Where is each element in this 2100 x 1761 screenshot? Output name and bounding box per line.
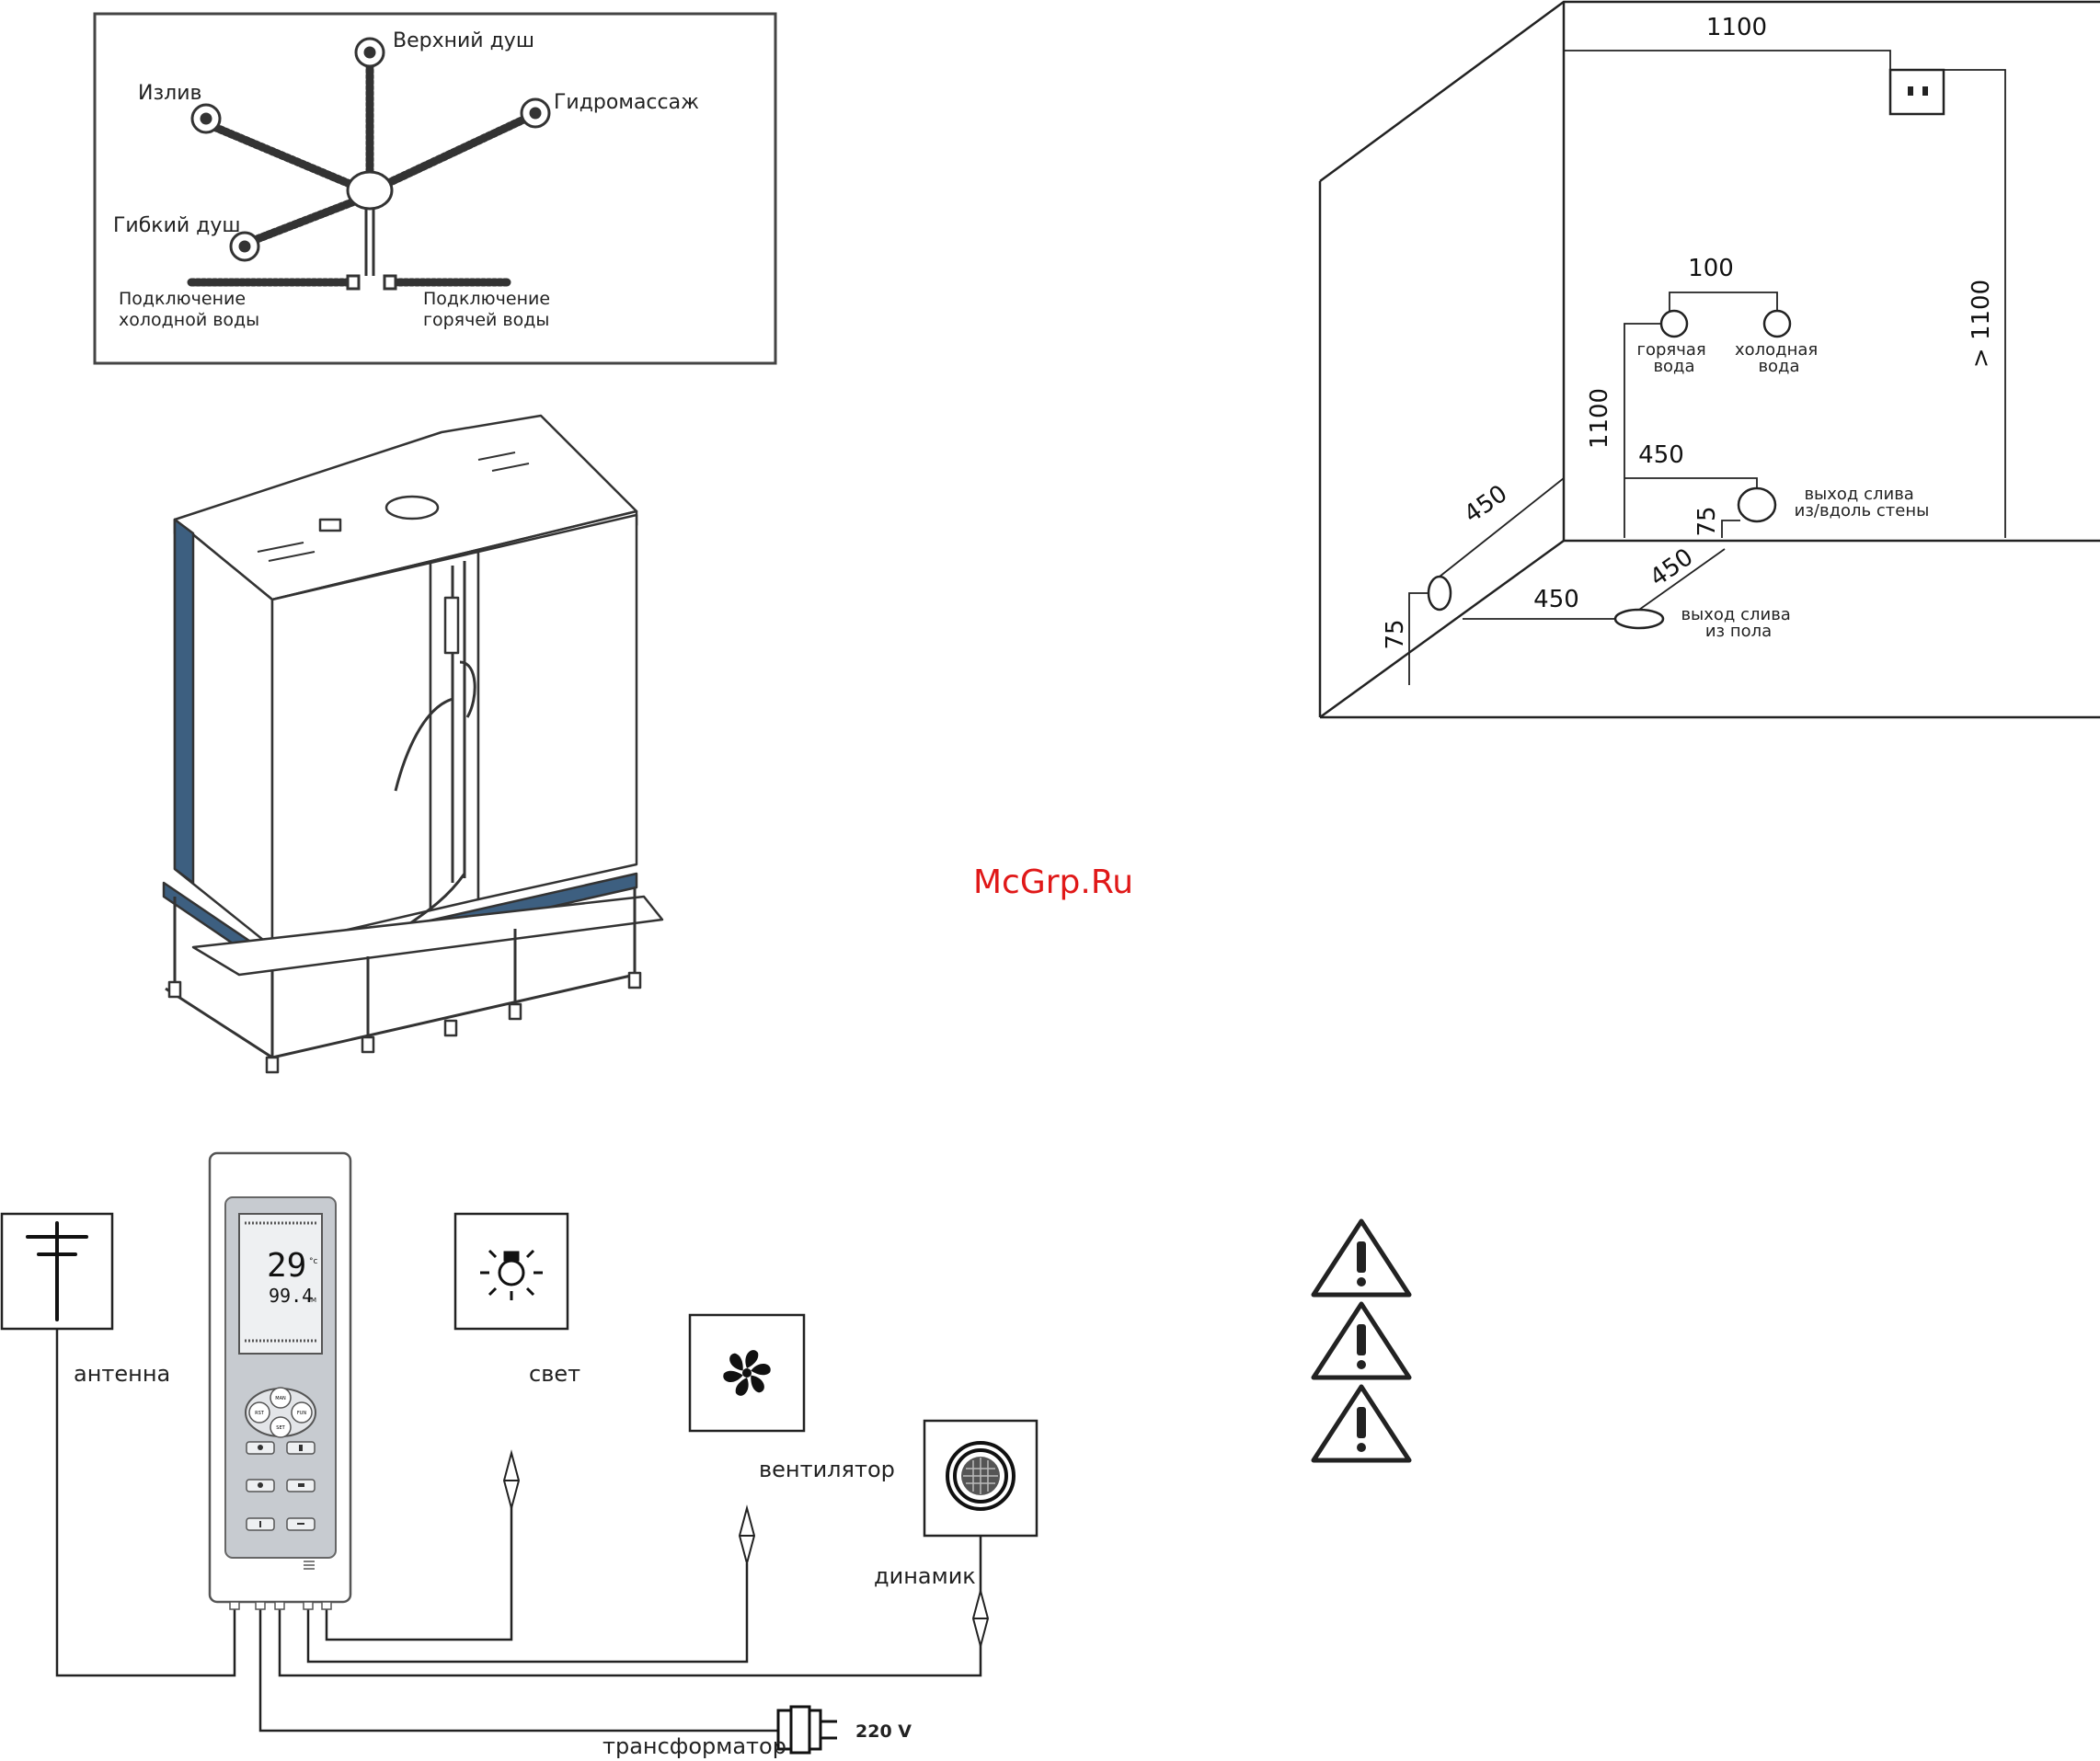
label-top-shower: Верхний душ — [393, 29, 534, 52]
label-antenna: антенна — [74, 1361, 170, 1387]
watermark: McGrp.Ru — [973, 863, 1133, 901]
button-rst-label: RST — [255, 1411, 265, 1416]
sun-icon — [258, 1445, 263, 1450]
button-fun-label: FUN — [297, 1411, 307, 1416]
floor-drain-outlet — [1615, 610, 1663, 628]
label-hand-shower: Гибкий душ — [113, 214, 241, 237]
radio-icon — [258, 1482, 263, 1488]
control-panel: 29 °c 99.4 FM MAN RST FUN SET — [210, 1153, 350, 1609]
button-set-label: SET — [276, 1425, 285, 1431]
music-icon — [259, 1521, 261, 1527]
lcd-band: FM — [307, 1297, 316, 1304]
mixer-hub — [348, 172, 392, 209]
transformer-icon — [778, 1707, 837, 1753]
label-wall-drain: выход слива из/вдоль стены — [1795, 485, 1930, 520]
wiring-diagram: антенна свет вентилятор — [2, 1153, 1037, 1759]
dim-450-floor: 450 — [1533, 586, 1579, 613]
label-speaker: динамик — [874, 1563, 976, 1589]
dim-450-diagonal-left: 450 — [1459, 480, 1512, 529]
warning-icons — [1314, 1221, 1409, 1460]
hot-water-outlet — [1661, 311, 1687, 337]
dim-taps-100: 100 — [1688, 255, 1734, 282]
label-voltage: 220 V — [855, 1721, 912, 1742]
label-transformer: трансформатор — [602, 1733, 786, 1759]
warning-icon — [1314, 1387, 1409, 1460]
dim-left-1100: 1100 — [1586, 388, 1613, 449]
label-spout: Излив — [138, 82, 201, 105]
dim-450-wall: 450 — [1638, 441, 1684, 469]
wall-drain-outlet — [1739, 488, 1775, 521]
power-socket — [1890, 70, 1944, 114]
cold-water-outlet — [1764, 311, 1790, 337]
dim-450-diagonal-right: 450 — [1645, 543, 1698, 592]
speaker-icon — [947, 1443, 1014, 1509]
label-hydromassage: Гидромассаж — [554, 91, 699, 114]
warning-icon — [1314, 1304, 1409, 1378]
plumbing-schematic: Верхний душ Излив Гидромассаж Гибкий душ… — [95, 14, 775, 363]
dim-top-1100: 1100 — [1706, 14, 1767, 41]
lcd-frequency: 99.4 — [269, 1285, 313, 1307]
label-floor-drain: выход слива из пола — [1681, 605, 1796, 641]
button-man-label: MAN — [275, 1396, 286, 1401]
dim-right-over-1100: > 1100 — [1968, 280, 1995, 368]
label-hot-water: горячая вода — [1637, 340, 1712, 376]
mode-icon — [297, 1523, 304, 1525]
lcd-temperature-unit: °c — [309, 1257, 318, 1266]
lcd-temperature: 29 — [267, 1247, 306, 1285]
phone-icon — [298, 1483, 304, 1487]
wires — [57, 1329, 981, 1731]
label-light: свет — [529, 1361, 580, 1387]
dim-75-left: 75 — [1382, 619, 1409, 649]
label-cold-connection: Подключение холодной воды — [119, 289, 259, 330]
label-hot-connection: Подключение горячей воды — [423, 289, 556, 330]
dim-75-wall: 75 — [1693, 506, 1721, 536]
fan-mini-icon — [299, 1445, 303, 1451]
warning-icon — [1314, 1221, 1409, 1295]
label-fan: вентилятор — [759, 1457, 895, 1482]
shower-cabin-drawing — [164, 416, 662, 1072]
label-cold-water: холодная вода — [1735, 340, 1823, 376]
